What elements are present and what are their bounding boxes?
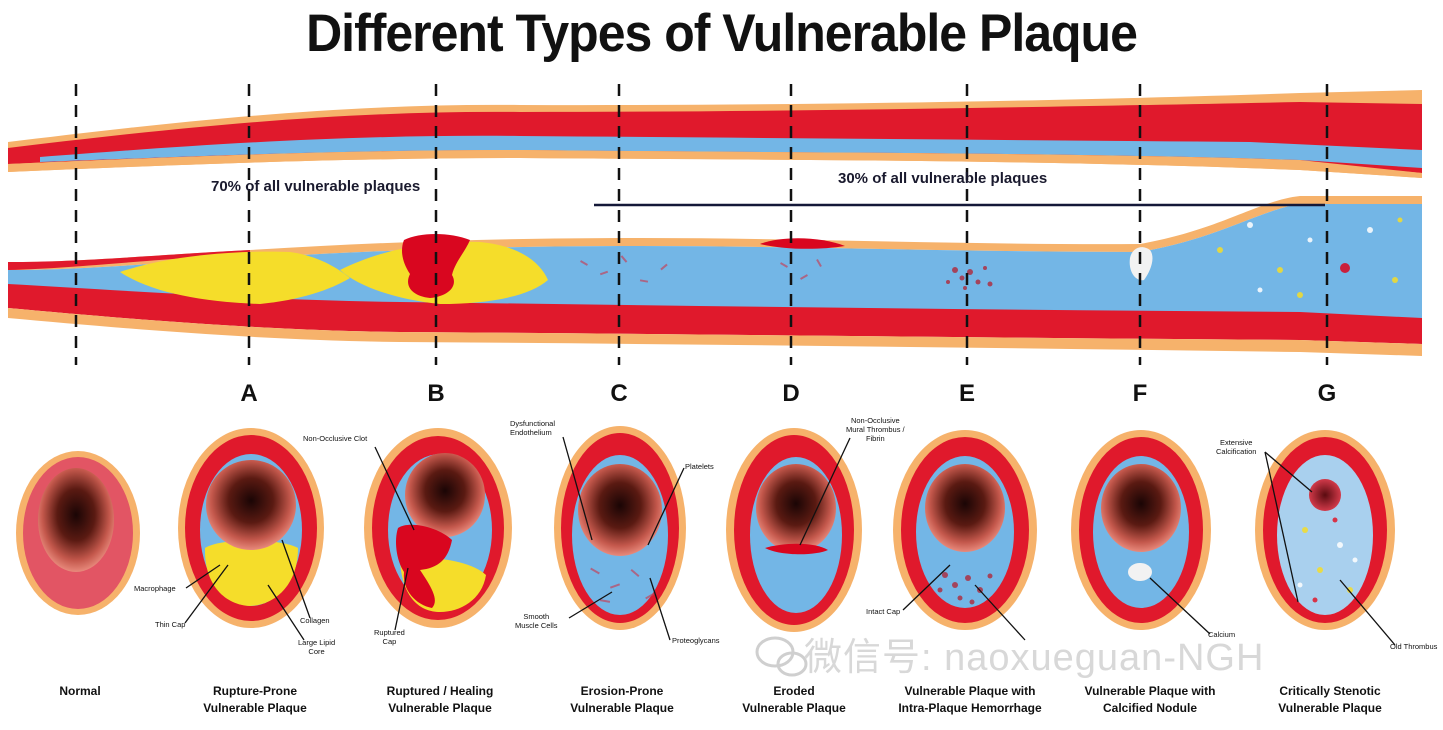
marker-a: A	[240, 380, 258, 407]
share-30-label: 30% of all vulnerable plaques	[838, 170, 1048, 187]
anno-proteoglycans: Proteoglycans	[672, 636, 720, 645]
marker-b: B	[427, 380, 445, 407]
cross-section-d	[726, 428, 862, 632]
top-artery-section	[8, 90, 1422, 178]
top-artery-intima	[40, 135, 1422, 168]
anno-macrophage: Macrophage	[134, 584, 176, 593]
bottom-artery-intima	[8, 204, 1422, 318]
cross-section-b	[364, 428, 512, 628]
cross-section-e	[893, 430, 1037, 630]
share-70-label: 70% of all vulnerable plaques	[211, 178, 421, 195]
anno-collagen: Collagen	[300, 616, 330, 625]
page-title: Different Types of Vulnerable Plaque	[306, 3, 1138, 63]
bottom-artery-section	[8, 196, 1422, 356]
cross-section-f	[1071, 430, 1211, 630]
marker-f: F	[1132, 380, 1148, 407]
dashed-markers	[74, 84, 1329, 365]
marker-c: C	[610, 380, 628, 407]
anno-thin-cap: Thin Cap	[155, 620, 186, 629]
watermark-icon	[755, 636, 808, 677]
top-artery-inner-wall	[8, 150, 1422, 178]
marker-e: E	[958, 380, 975, 407]
anno-calcium-nodule: Calcium	[1208, 630, 1236, 639]
caption-normal: Normal	[59, 684, 101, 698]
thrombus-b	[402, 234, 470, 298]
thrombus-d	[760, 238, 845, 249]
cross-section-normal	[16, 451, 140, 615]
cross-section-c	[554, 426, 686, 630]
bottom-artery-adventitia-top	[8, 196, 1422, 270]
hemorrhage-e	[946, 266, 993, 290]
bottom-artery-wall	[8, 284, 1422, 344]
anno-platelets: Platelets	[685, 462, 714, 471]
anno-intact-cap: Intact Cap	[866, 607, 901, 616]
anno-old-thrombus: Old Thrombus	[1390, 642, 1438, 651]
cross-section-g	[1255, 430, 1395, 630]
marker-g: G	[1317, 380, 1337, 407]
watermark-text: 微信号: naoxueguan-NGH	[804, 637, 1265, 679]
anno-non-occlusive-clot: Non-Occlusive Clot	[303, 434, 368, 443]
bottom-artery-adventitia-bottom	[8, 308, 1422, 356]
annotation-pointers	[184, 436, 1396, 646]
cross-section-a	[178, 428, 324, 628]
bottom-artery-wall-top	[8, 250, 250, 270]
lipid-core-a	[120, 251, 350, 304]
stenotic-speckles	[1217, 217, 1403, 298]
smooth-muscle-speckles	[580, 255, 822, 283]
marker-d: D	[782, 380, 800, 407]
